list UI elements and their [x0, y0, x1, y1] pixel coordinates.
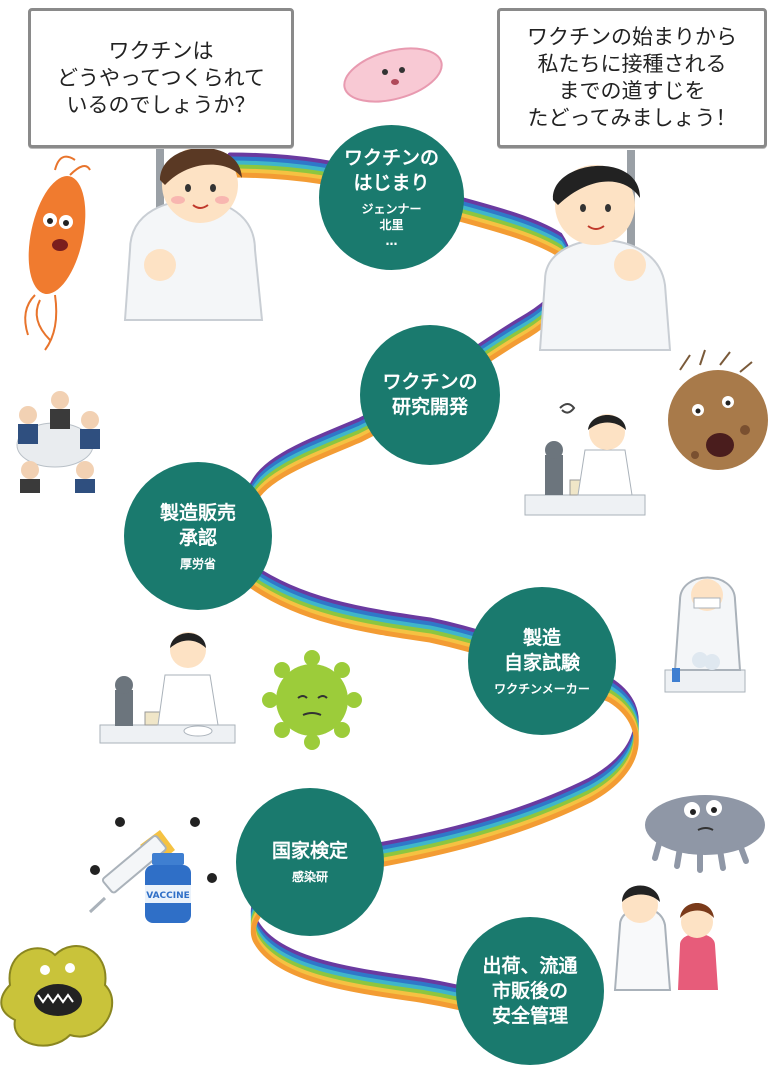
brown-virus-icon [668, 349, 768, 470]
researcher-microscope-icon [99, 632, 236, 744]
step-subtitle: ワクチンメーカー [494, 681, 590, 696]
step-title: 出荷、流通 市販後の 安全管理 [482, 954, 578, 1027]
step-title: 国家検定 [271, 840, 348, 862]
step-circle: ワクチンの はじまりジェンナー 北里 … [319, 125, 464, 270]
vial-label: VACCINE [146, 891, 190, 901]
step-title: 製造 自家試験 [503, 626, 580, 674]
step-title: 製造販売 承認 [159, 501, 236, 549]
step-title: ワクチンの 研究開発 [382, 371, 478, 418]
meeting-people-icon [16, 391, 100, 493]
step-subtitle: 厚労省 [179, 556, 216, 571]
green-virus-icon [262, 650, 362, 750]
pink-germ-icon [343, 47, 443, 103]
nurse-vaccinating-child-icon [613, 885, 718, 991]
nurse-holding-sign-icon [123, 130, 264, 321]
grey-mite-icon [645, 795, 765, 873]
right-intro-sign: ワクチンの始まりから 私たちに接種される までの道すじを たどってみましょう！ [497, 8, 767, 148]
cleanroom-worker-icon [664, 576, 746, 693]
man-holding-sign-icon [538, 150, 672, 351]
step-circle: 製造販売 承認厚労省 [124, 462, 272, 610]
step-title: ワクチンの はじまり [343, 147, 439, 194]
step-circle: 国家検定感染研 [236, 788, 384, 936]
vaccine-vial-icon [145, 853, 191, 923]
worried-researcher-icon [524, 403, 646, 516]
left-question-sign: ワクチンは どうやってつくられて いるのでしょうか？ [28, 8, 294, 148]
orange-bacterium-icon [24, 155, 91, 351]
step-subtitle: 感染研 [291, 870, 328, 884]
step-circle: 出荷、流通 市販後の 安全管理 [456, 917, 604, 1065]
step-circle: ワクチンの 研究開発 [360, 325, 500, 465]
step-subtitle: ジェンナー 北里 … [361, 202, 422, 248]
yellow-virus-icon [0, 945, 114, 1047]
step-circle: 製造 自家試験ワクチンメーカー [468, 587, 616, 735]
